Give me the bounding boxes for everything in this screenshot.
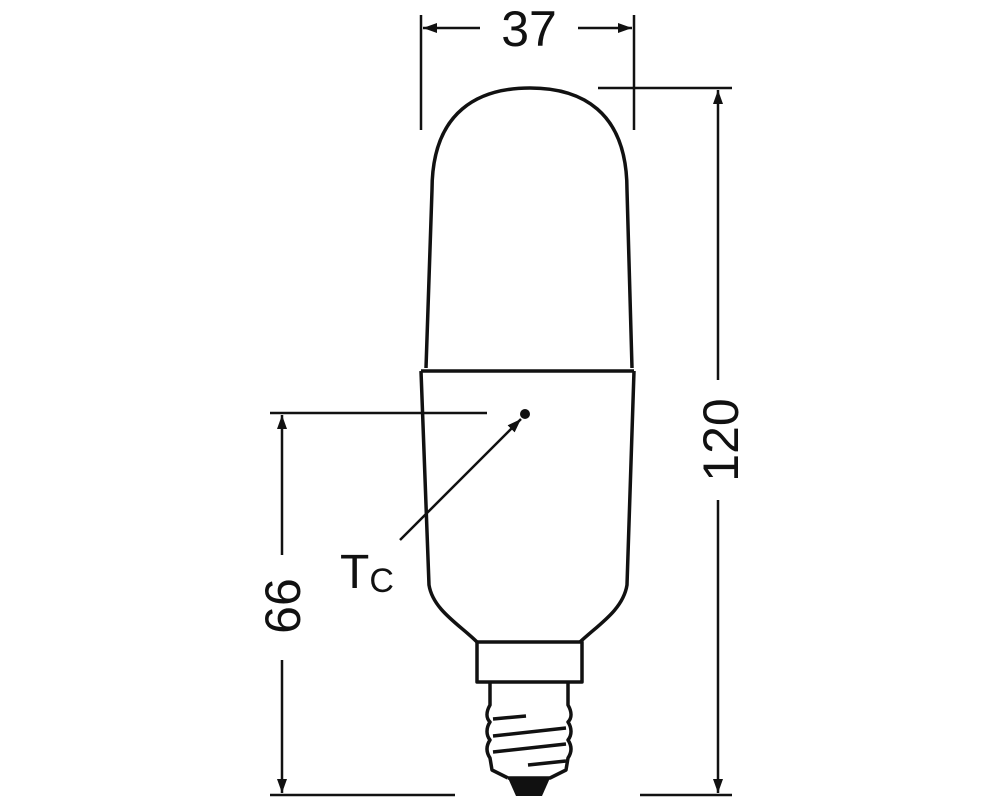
width-label: 37: [501, 1, 557, 57]
tc-height-label: 66: [255, 578, 311, 634]
tc-point: [520, 409, 530, 419]
tc-leader-arrow: [399, 418, 522, 541]
screw-threads: [492, 714, 567, 767]
base-collar: [475, 640, 584, 684]
screw-base: [485, 682, 573, 780]
tc-label-main: T: [340, 546, 369, 599]
tc-label-sub: C: [369, 562, 394, 600]
bulb-housing: [419, 370, 636, 644]
height-label: 120: [693, 398, 749, 481]
base-contact-tip: [508, 778, 550, 796]
tc-label: TC: [340, 546, 394, 600]
bulb-globe: [424, 86, 634, 369]
